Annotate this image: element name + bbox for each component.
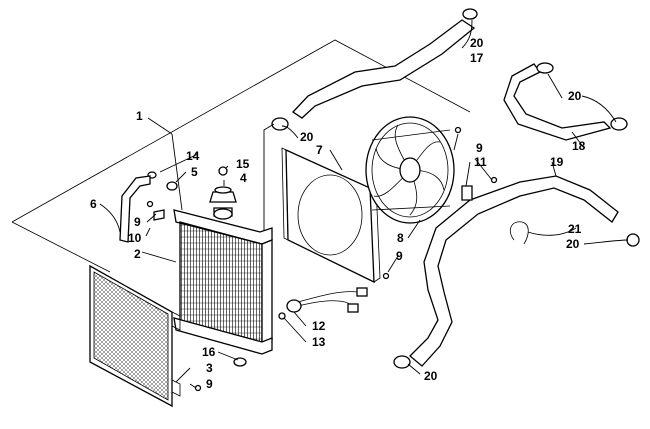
clip-10: [153, 209, 165, 221]
small-hose: [503, 63, 612, 141]
callout-7: 7: [316, 143, 323, 157]
overflow-tube: [119, 175, 151, 243]
callout-20-top: 20: [470, 36, 484, 50]
fan-shroud-opening: [297, 174, 363, 256]
callout-2: 2: [134, 247, 141, 261]
callout-9-shroud: 9: [396, 249, 403, 263]
callout-11: 11: [474, 155, 487, 169]
callout-20-bottom: 20: [424, 369, 438, 383]
fan-hub: [399, 157, 421, 183]
sensor-washer: [278, 312, 286, 320]
callout-20-lower-hose: 20: [566, 237, 580, 251]
callout-16: 16: [202, 345, 216, 359]
callout-20-upper-hose: 20: [300, 130, 314, 144]
temp-sensor: [286, 299, 302, 313]
callout-9-left: 9: [134, 215, 141, 229]
callout-20-small-hose: 20: [568, 89, 582, 103]
mesh-screen-fill: [93, 271, 169, 401]
lower-hose-clamp-end: [626, 233, 640, 247]
callout-3: 3: [206, 361, 213, 375]
fan-shroud: [285, 148, 375, 284]
callout-15: 15: [236, 157, 250, 171]
upper-hose: [292, 19, 476, 119]
callout-14: 14: [186, 149, 200, 163]
washer-15: [218, 166, 228, 176]
fan-clip-11: [461, 185, 473, 201]
callout-4: 4: [240, 171, 247, 185]
upper-hose-clamp-top: [462, 8, 478, 20]
fan-ring-inner: [371, 122, 449, 218]
callout-12: 12: [312, 319, 326, 333]
shroud-screw: [382, 272, 390, 280]
lower-hose-clamp-bottom: [393, 355, 411, 369]
fan-bracket: [371, 129, 451, 211]
callout-9-fan: 9: [476, 141, 483, 155]
upper-hose-clamp-bottom: [271, 117, 289, 131]
lower-hose: [409, 175, 619, 367]
radiator-cap: [213, 208, 233, 220]
bushing-5: [166, 181, 178, 191]
cap-4-top: [214, 186, 232, 194]
radiator-bottom-tank: [173, 317, 273, 355]
connector-a: [356, 287, 368, 297]
small-screw-9: [146, 200, 154, 208]
callout-8: 8: [397, 231, 404, 245]
callout-19: 19: [550, 155, 564, 169]
callout-13: 13: [312, 335, 326, 349]
fan-screw-top: [454, 126, 462, 134]
callout-5: 5: [191, 165, 198, 179]
assembly-bracket-line-right: [364, 55, 471, 113]
callout-1: 1: [136, 109, 143, 123]
small-hose-clamp-a: [536, 62, 554, 74]
callout-21: 21: [568, 222, 582, 236]
callout-17: 17: [470, 51, 484, 65]
assembly-bracket-line: [11, 39, 366, 273]
screw-9-bottom: [194, 384, 202, 392]
fan-screw-11: [490, 176, 498, 184]
callout-6: 6: [90, 197, 97, 211]
small-hose-clamp-b: [610, 117, 628, 131]
callout-18: 18: [572, 139, 586, 153]
callout-9-bottom: 9: [206, 377, 213, 391]
callout-10: 10: [128, 231, 142, 245]
radiator-right-side: [261, 239, 273, 348]
connector-b: [347, 303, 359, 313]
leader-lines: [99, 19, 629, 389]
clamp-ring: [509, 221, 529, 245]
